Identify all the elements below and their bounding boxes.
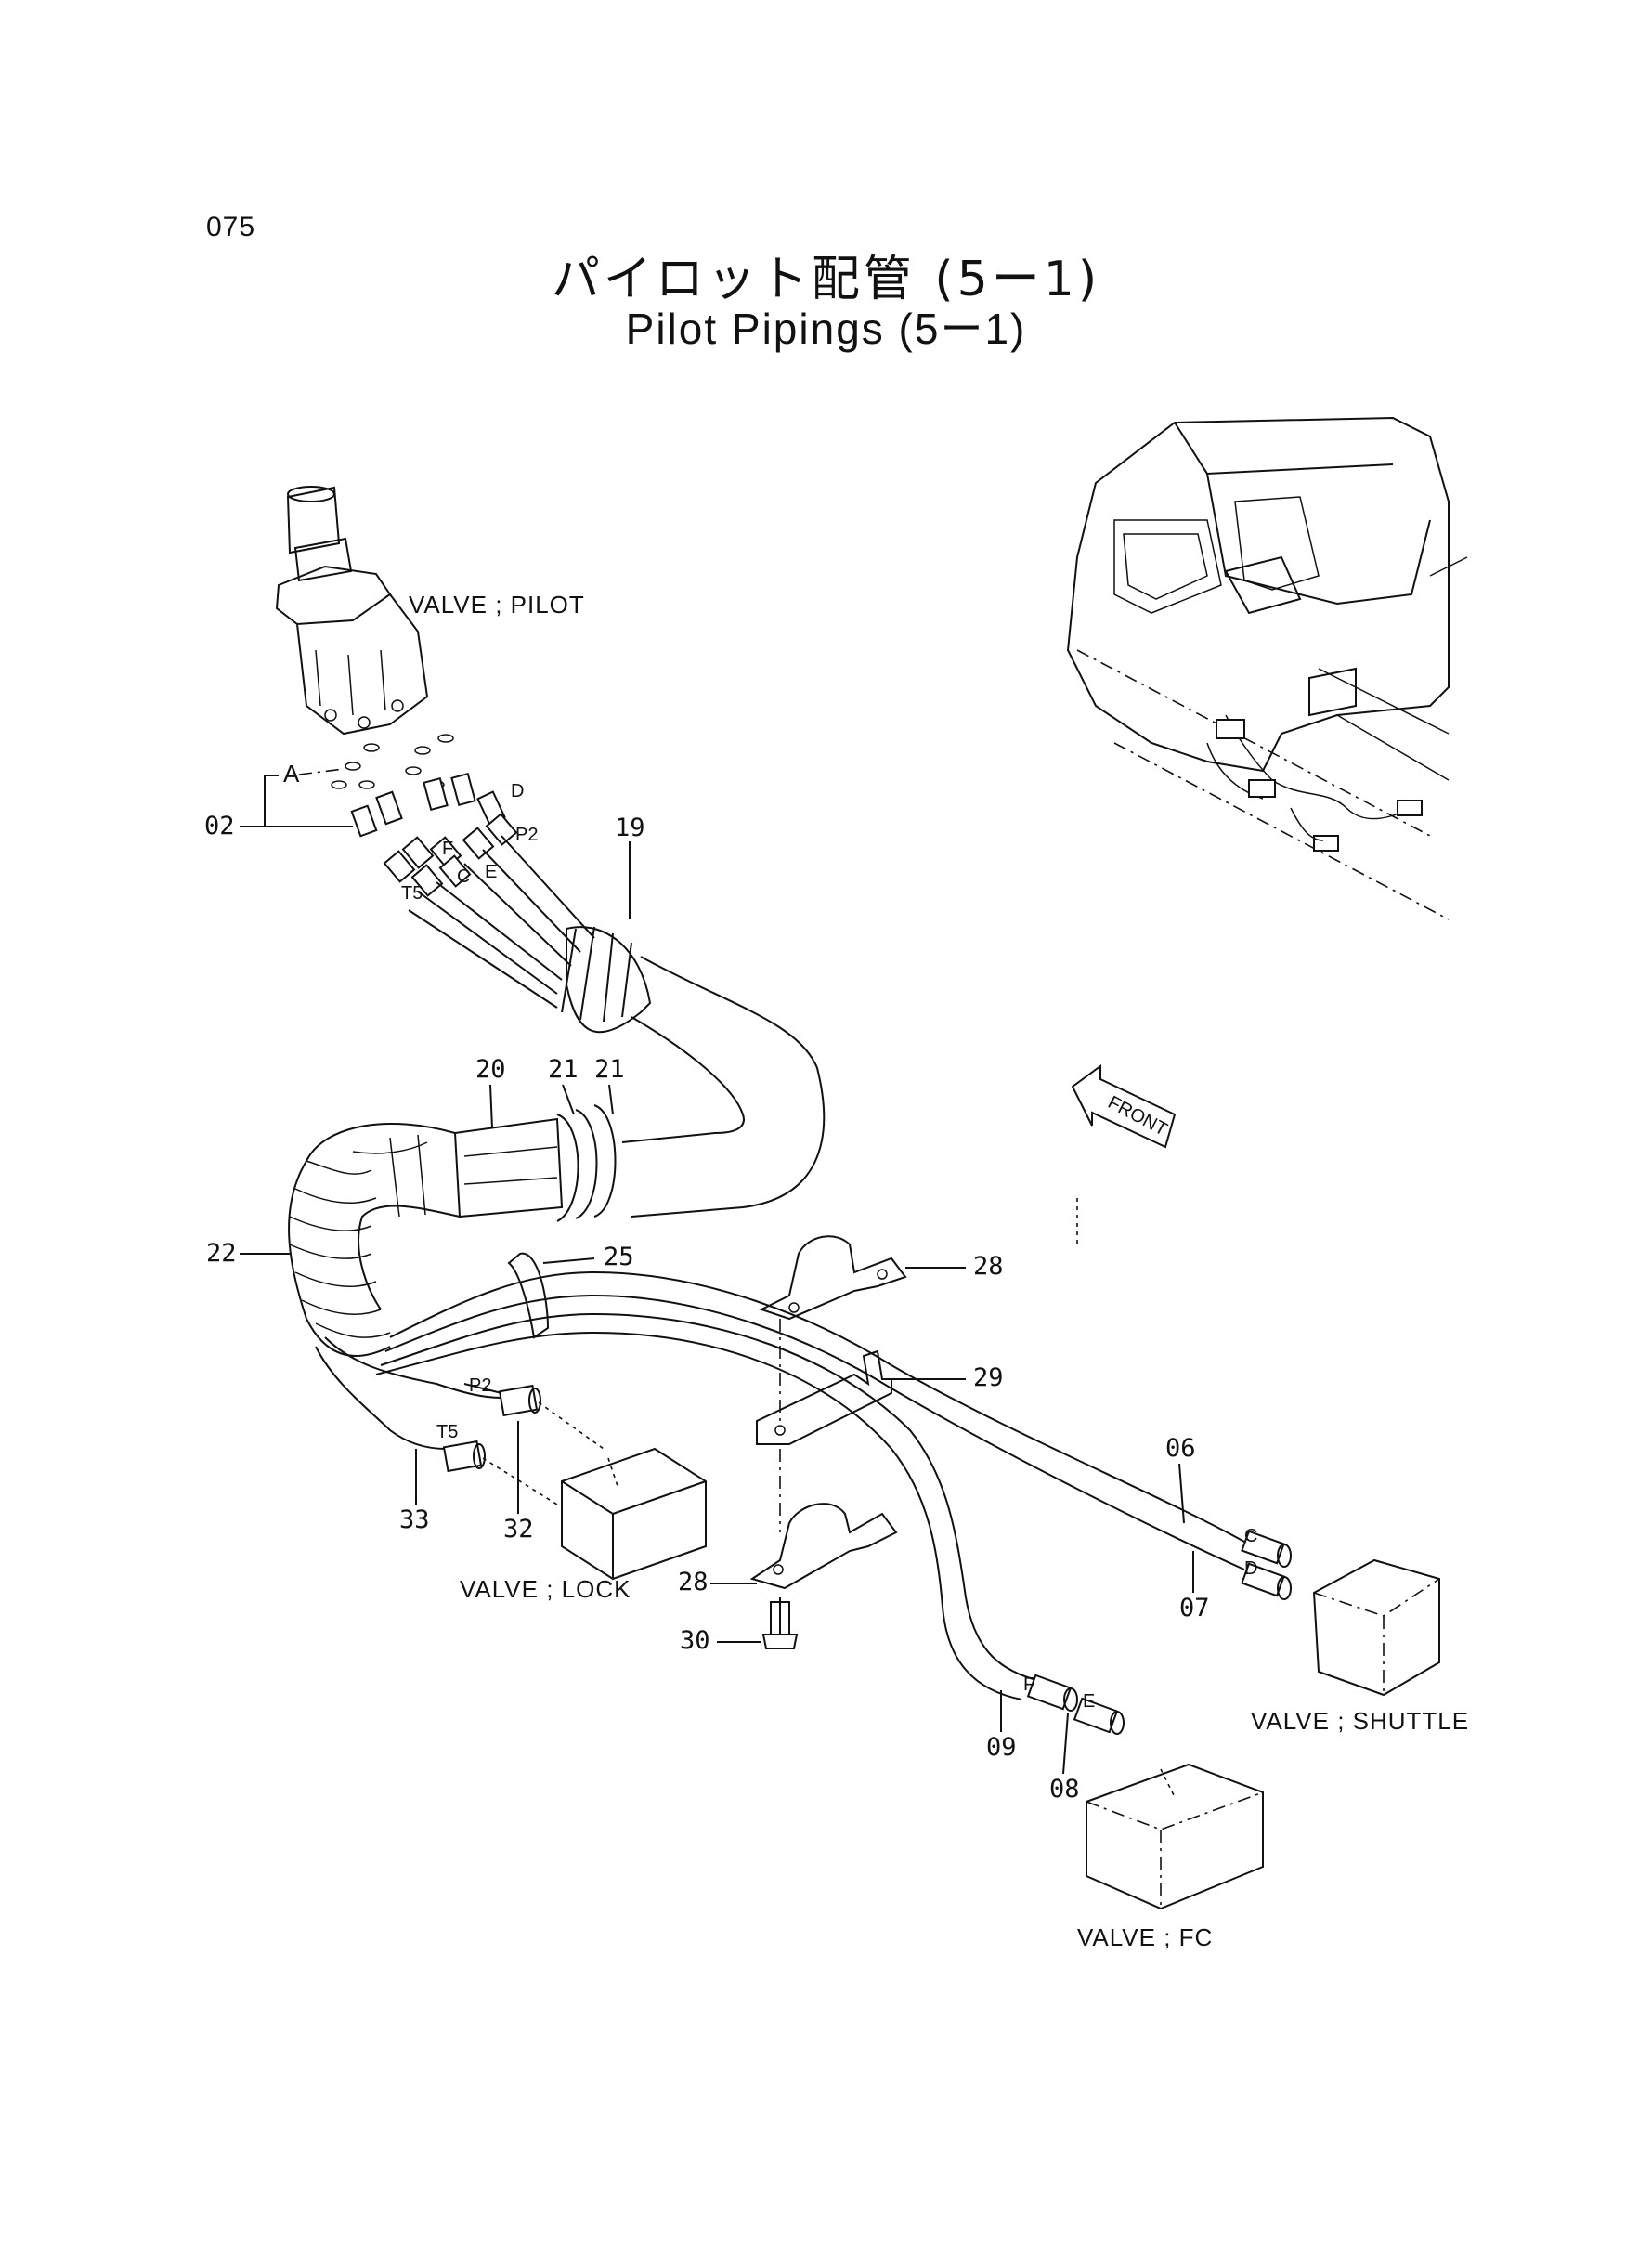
page-number: 075: [206, 212, 256, 242]
callout-07: 07: [1179, 1594, 1210, 1622]
callout-02: 02: [204, 812, 235, 840]
port-label-e-top: E: [485, 862, 497, 882]
port-label-f-top: F: [442, 839, 453, 859]
callout-28b: 28: [678, 1568, 709, 1596]
callout-28a: 28: [973, 1252, 1004, 1281]
shuttle-valve-area: C D 06 07 VALVE ; SHUTTLE: [1165, 1434, 1469, 1735]
title-english: Pilot Pipings (5ー1): [625, 305, 1027, 353]
port-label-e-fc: E: [1083, 1691, 1095, 1712]
valve-fc-label: VALVE ; FC: [1077, 1923, 1213, 1951]
port-label-c-shuttle: C: [1244, 1526, 1257, 1546]
port-label-p2-top: P2: [515, 825, 538, 845]
callout-19: 19: [615, 814, 645, 842]
clamp-assembly: 28 29 28 30: [678, 1235, 1004, 1655]
callout-22: 22: [206, 1239, 237, 1268]
callout-08: 08: [1049, 1775, 1080, 1804]
callout-32: 32: [503, 1515, 534, 1544]
valve-shuttle-label: VALVE ; SHUTTLE: [1251, 1707, 1469, 1735]
lock-valve-area: P2 T5 33 32 VALVE ; LOCK: [399, 1375, 707, 1603]
callout-20: 20: [475, 1055, 506, 1084]
port-label-p2-low: P2: [469, 1375, 491, 1396]
callout-29: 29: [973, 1363, 1004, 1392]
port-label-t5-top: T5: [401, 883, 423, 904]
hose-bundle: 19 21 21 20: [206, 814, 1245, 1700]
valve-lock-label: VALVE ; LOCK: [460, 1575, 631, 1603]
valve-pilot-label: VALVE ; PILOT: [409, 591, 585, 619]
port-label-a: A: [283, 760, 300, 788]
port-label-c-top: C: [457, 866, 470, 887]
callout-06: 06: [1165, 1434, 1196, 1463]
fc-valve-area: F E 09 08 VALVE ; FC: [986, 1674, 1264, 1951]
callout-30: 30: [680, 1626, 710, 1655]
pilot-valve: VALVE ; PILOT: [275, 486, 585, 789]
callout-21a: 21: [548, 1055, 579, 1084]
port-label-f-fc: F: [1023, 1674, 1034, 1695]
front-arrow: FRONT: [1071, 1064, 1177, 1244]
port-label-d-shuttle: D: [1244, 1558, 1257, 1579]
fitting-cluster: A 02 D P2 E F C T5: [204, 760, 538, 904]
callout-21b: 21: [594, 1055, 625, 1084]
cab-illustration: [1066, 416, 1468, 920]
callout-33: 33: [399, 1505, 430, 1534]
port-label-t5-low: T5: [436, 1422, 458, 1442]
port-label-d: D: [511, 781, 524, 801]
callout-09: 09: [986, 1733, 1017, 1762]
callout-25: 25: [604, 1243, 634, 1271]
title-japanese: パイロット配管 (5ー1): [551, 252, 1101, 307]
